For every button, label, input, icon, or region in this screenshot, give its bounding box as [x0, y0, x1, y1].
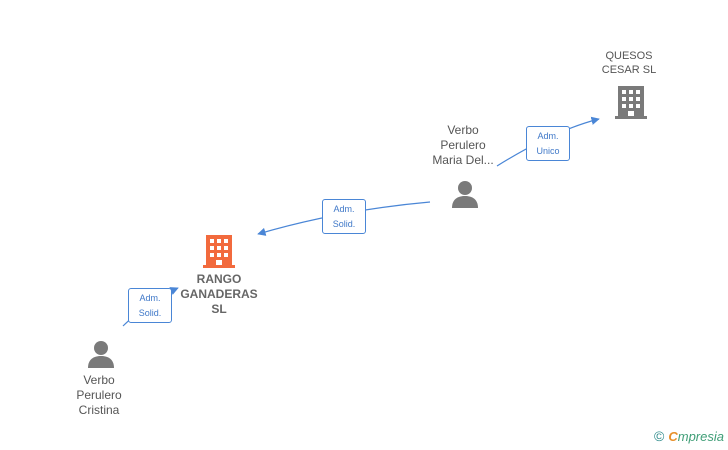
company-node-quesos-label[interactable]: QUESOS CESAR SL [590, 49, 668, 77]
brand-logo-initial: C [668, 429, 678, 444]
person-name-line3: Cristina [78, 403, 120, 417]
building-icon[interactable] [615, 84, 647, 125]
edge-role-line1: Adm. [333, 204, 355, 214]
edge-label-maria-quesos[interactable]: Adm. Unico [526, 126, 570, 161]
company-name-line2: GANADERAS [180, 287, 258, 301]
company-name-line1: QUESOS [605, 50, 653, 62]
person-node-maria-label[interactable]: Verbo Perulero Maria Del... [420, 123, 506, 168]
person-node-cristina-label[interactable]: Verbo Perulero Cristina [60, 373, 138, 418]
person-icon[interactable] [450, 179, 480, 214]
building-icon[interactable] [203, 233, 235, 274]
person-icon[interactable] [86, 339, 116, 374]
edge-role-line2: Solid. [138, 308, 162, 318]
company-name-line1: RANGO [196, 272, 242, 286]
person-name-line3: Maria Del... [432, 153, 494, 167]
edge-label-cristina-rango[interactable]: Adm. Solid. [128, 288, 172, 323]
copyright-symbol: © [654, 428, 665, 444]
person-name-line1: Verbo [83, 373, 115, 387]
edge-role-line1: Adm. [537, 131, 559, 141]
company-name-line3: SL [211, 302, 227, 316]
company-name-line2: CESAR SL [601, 64, 657, 76]
company-node-rango-label[interactable]: RANGO GANADERAS SL [170, 272, 268, 317]
edge-label-maria-rango[interactable]: Adm. Solid. [322, 199, 366, 234]
edge-role-line2: Solid. [332, 219, 356, 229]
brand-footer: ©Cmpresia [654, 428, 724, 444]
edge-role-line1: Adm. [139, 293, 161, 303]
person-name-line1: Verbo [447, 123, 479, 137]
edge-role-line2: Unico [536, 146, 560, 156]
person-name-line2: Perulero [440, 138, 486, 152]
brand-logo-text: mpresia [677, 429, 724, 444]
person-name-line2: Perulero [76, 388, 122, 402]
